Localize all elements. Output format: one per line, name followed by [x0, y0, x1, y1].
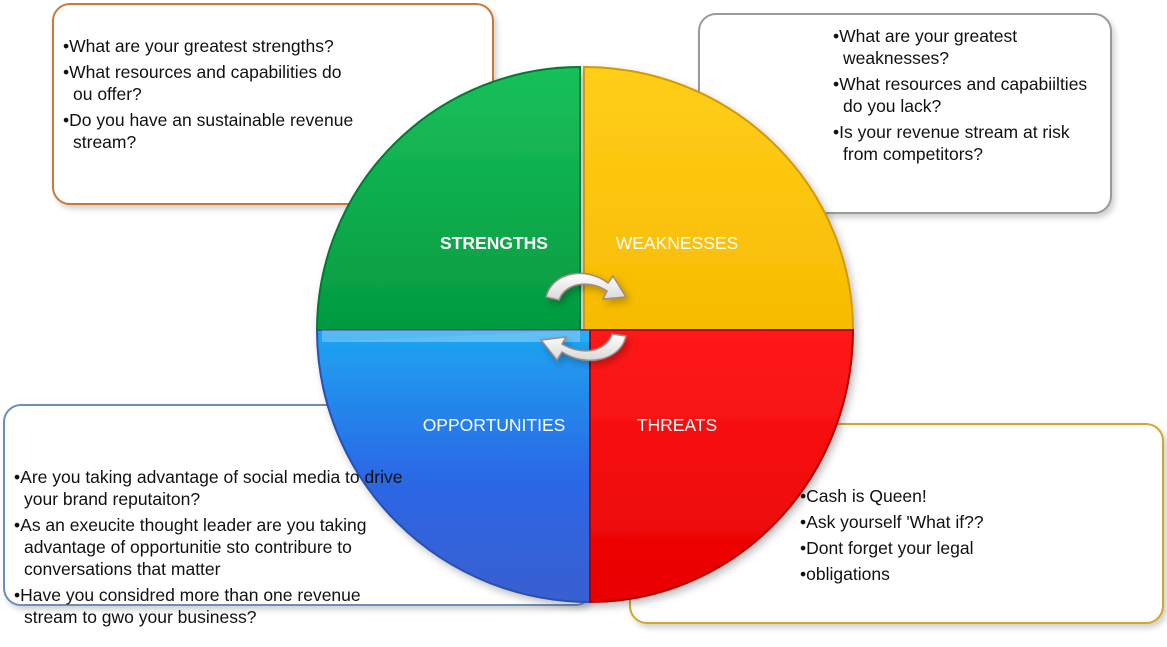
- opportunities-bullet-list: Are you taking advantage of social media…: [14, 466, 414, 632]
- strengths-quadrant: [315, 65, 581, 331]
- strengths-bullet-list: What are your greatest strengths? What r…: [63, 35, 363, 157]
- cycle-arrows-icon: [539, 272, 628, 362]
- opportunities-bullet: As an exeucite thought leader are you ta…: [14, 514, 414, 580]
- strengths-bullet: Do you have an sustainable revenue strea…: [63, 109, 363, 153]
- strengths-label: STRENGTHS: [440, 233, 548, 253]
- threats-bullet: Cash is Queen!: [800, 485, 1060, 507]
- weaknesses-label: WEAKNESSES: [616, 233, 739, 253]
- threats-bullet-list: Cash is Queen! Ask yourself 'What if?? D…: [800, 485, 1060, 589]
- threats-quadrant: [589, 329, 855, 604]
- threats-label: THREATS: [637, 415, 717, 435]
- weaknesses-quadrant: [583, 65, 855, 331]
- opportunities-bullet: Are you taking advantage of social media…: [14, 466, 414, 510]
- opportunities-label: OPPORTUNITIES: [423, 415, 566, 435]
- threats-bullet: Ask yourself 'What if??: [800, 511, 1060, 533]
- strengths-bullet: What are your greatest strengths?: [63, 35, 363, 57]
- strengths-bullet: What resources and capabilities do ou of…: [63, 61, 363, 105]
- weaknesses-bullet: Is your revenue stream at risk from comp…: [833, 121, 1093, 165]
- opportunities-bullet: Have you considred more than one revenue…: [14, 584, 414, 628]
- threats-bullet: Dont forget your legal: [800, 537, 1060, 559]
- weaknesses-bullet-list: What are your greatest weaknesses? What …: [833, 25, 1093, 169]
- threats-bullet: obligations: [800, 563, 1060, 585]
- weaknesses-bullet: What are your greatest weaknesses?: [833, 25, 1093, 69]
- weaknesses-bullet: What resources and capabiilties do you l…: [833, 73, 1093, 117]
